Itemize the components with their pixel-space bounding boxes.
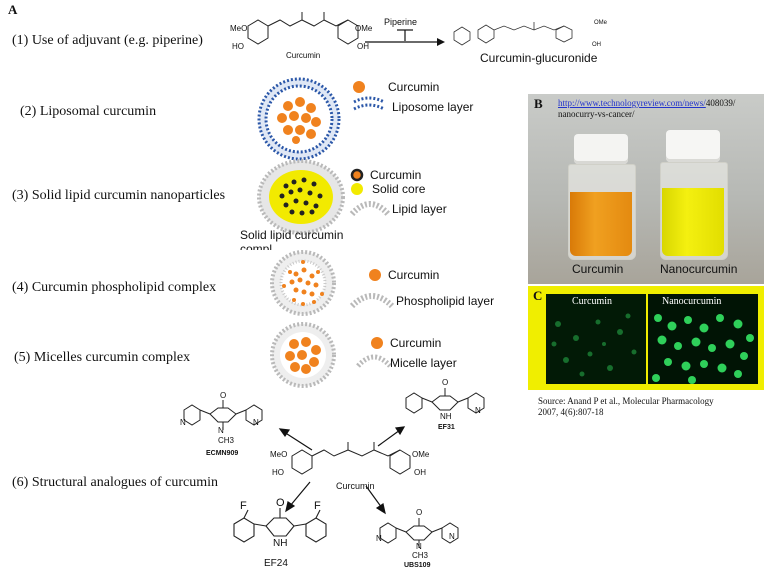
row5-legend-curcumin: Curcumin [390,336,442,350]
chem-oh-glu: OH [592,42,601,48]
chem-n-ef31: N [475,406,481,415]
micelle-complex [270,322,336,388]
source-link[interactable]: http://www.technologyreview.com/news/ [558,98,706,108]
panel-label-c: C [533,288,543,303]
curcumin-dot-icon-2 [353,81,365,93]
curcumin-structure-row1 [247,12,359,45]
row2-legend-curcumin: Curcumin [388,80,440,94]
chem-o-ubs: O [416,508,423,517]
curcumin-vial [568,134,636,260]
piperine-label: Piperine [384,17,418,27]
row5-legend-layer: Micelle layer [390,356,457,370]
chem-o-ecmn: O [220,391,227,400]
row6-arrows [278,426,406,515]
ef31-structure [405,388,485,414]
chem-n-ecmn-l: N [180,418,186,427]
chem-meo-1: MeO [230,24,248,33]
panel-b-photo: B http://www.technologyreview.com/news/4… [528,94,764,284]
fluor-label-curcumin: Curcumin [572,296,612,307]
vial-label-curcumin: Curcumin [572,262,624,276]
phospholipid-complex [270,250,336,316]
strategy-label-5: (5) Micelles curcumin complex [14,350,191,365]
strategy-label-2: (2) Liposomal curcumin [20,104,157,119]
fluor-image-curcumin: Curcumin [546,294,646,384]
vial-label-nanocurcumin: Nanocurcumin [660,262,738,276]
chem-ch3-ecmn: CH3 [218,436,235,445]
strategy-label-1: (1) Use of adjuvant (e.g. piperine) [12,33,203,48]
phospholipid-layer-icon [349,293,395,309]
chem-n-ubs-c: N [416,542,422,551]
fluor-image-nanocurcumin: Nanocurcumin [648,294,758,384]
chem-oh-1: OH [357,42,369,51]
row3-legend-lipid: Lipid layer [392,202,447,216]
chem-oh-6: OH [414,468,426,477]
chem-meo-6: MeO [270,450,288,459]
analogue-label-ubs109: UBS109 [404,562,431,569]
chem-f-ef24-l: F [240,500,247,512]
analogue-label-ef31: EF31 [438,424,455,431]
curcumin-dot-icon-4 [369,269,381,281]
strategy-label-3: (3) Solid lipid curcumin nanoparticles [12,188,226,203]
row1-curcumin-label: Curcumin [286,51,321,60]
strategy-label-4: (4) Curcumin phospholipid complex [12,280,217,295]
panel-b-source-url[interactable]: http://www.technologyreview.com/news/408… [558,98,735,108]
row1-arrow [365,29,445,46]
glucuronide-structure [453,22,573,46]
panel-c-source-line2: 2007, 4(6):807-18 [538,407,604,417]
chem-o-ef31: O [442,378,449,387]
solid-core-icon [351,183,363,195]
row2-legend-layer: Liposome layer [392,100,474,114]
panel-label-b: B [534,96,543,111]
curcumin-dot-icon-5 [371,337,383,349]
panel-label-a: A [8,2,18,17]
chem-ome-6: OMe [412,450,430,459]
ecmn909-structure [183,400,263,430]
chem-ho-6: HO [272,468,284,477]
row3-legend-core: Solid core [372,182,426,196]
chem-n-ubs-l: N [376,534,382,543]
chem-o-ef24: O [276,497,285,509]
chem-nh-ef31: NH [440,412,452,421]
nanocurcumin-vial [660,130,728,260]
strategy-label-6: (6) Structural analogues of curcumin [12,475,219,490]
panel-c-source-line1: Source: Anand P et al., Molecular Pharma… [538,396,714,406]
chem-ome-1: OMe [355,24,373,33]
ubs109-structure [379,518,459,548]
row3-caption-line2: compl [240,242,273,250]
chem-nh-ef24: NH [273,538,288,549]
analogue-label-ecmn909: ECMN909 [206,450,239,457]
chem-f-ef24-r: F [314,500,321,512]
source-link-suffix: 408039/ [705,98,736,108]
chem-ch3-ubs: CH3 [412,551,429,560]
liposome-layer-icon [353,96,385,111]
row3-caption-line1: Solid lipid curcumin [240,228,344,242]
row6-curcumin-label: Curcumin [336,481,375,491]
chem-n-ecmn-c: N [218,426,224,435]
chem-ome-glu: OMe [594,20,608,26]
curcumin-black-dot-icon [350,168,364,182]
liposome-diagram [257,77,341,161]
fluor-cells-dim [551,313,637,377]
solid-lipid-nanoparticle [257,159,345,235]
chem-n-ecmn-r: N [253,418,259,427]
chem-ho-1: HO [232,42,244,51]
glucuronide-label: Curcumin-glucuronide [480,51,598,65]
panel-b-source-line2: nanocurry-vs-cancer/ [558,109,635,119]
chem-n-ubs-r: N [449,532,455,541]
row3-legend-curcumin: Curcumin [370,168,422,182]
analogue-label-ef24: EF24 [264,558,288,569]
ef24-structure [233,508,327,543]
fluor-cells-bright [652,314,754,384]
micelle-layer-icon [356,354,392,368]
curcumin-structure-row6 [291,442,411,475]
row4-legend-layer: Phospholipid layer [396,294,495,308]
lipid-layer-icon [349,201,391,217]
fluor-label-nanocurcumin: Nanocurcumin [662,296,722,307]
row4-legend-curcumin: Curcumin [388,268,440,282]
panel-c-frame: C Curcumin Nanocurcumin [528,286,764,390]
